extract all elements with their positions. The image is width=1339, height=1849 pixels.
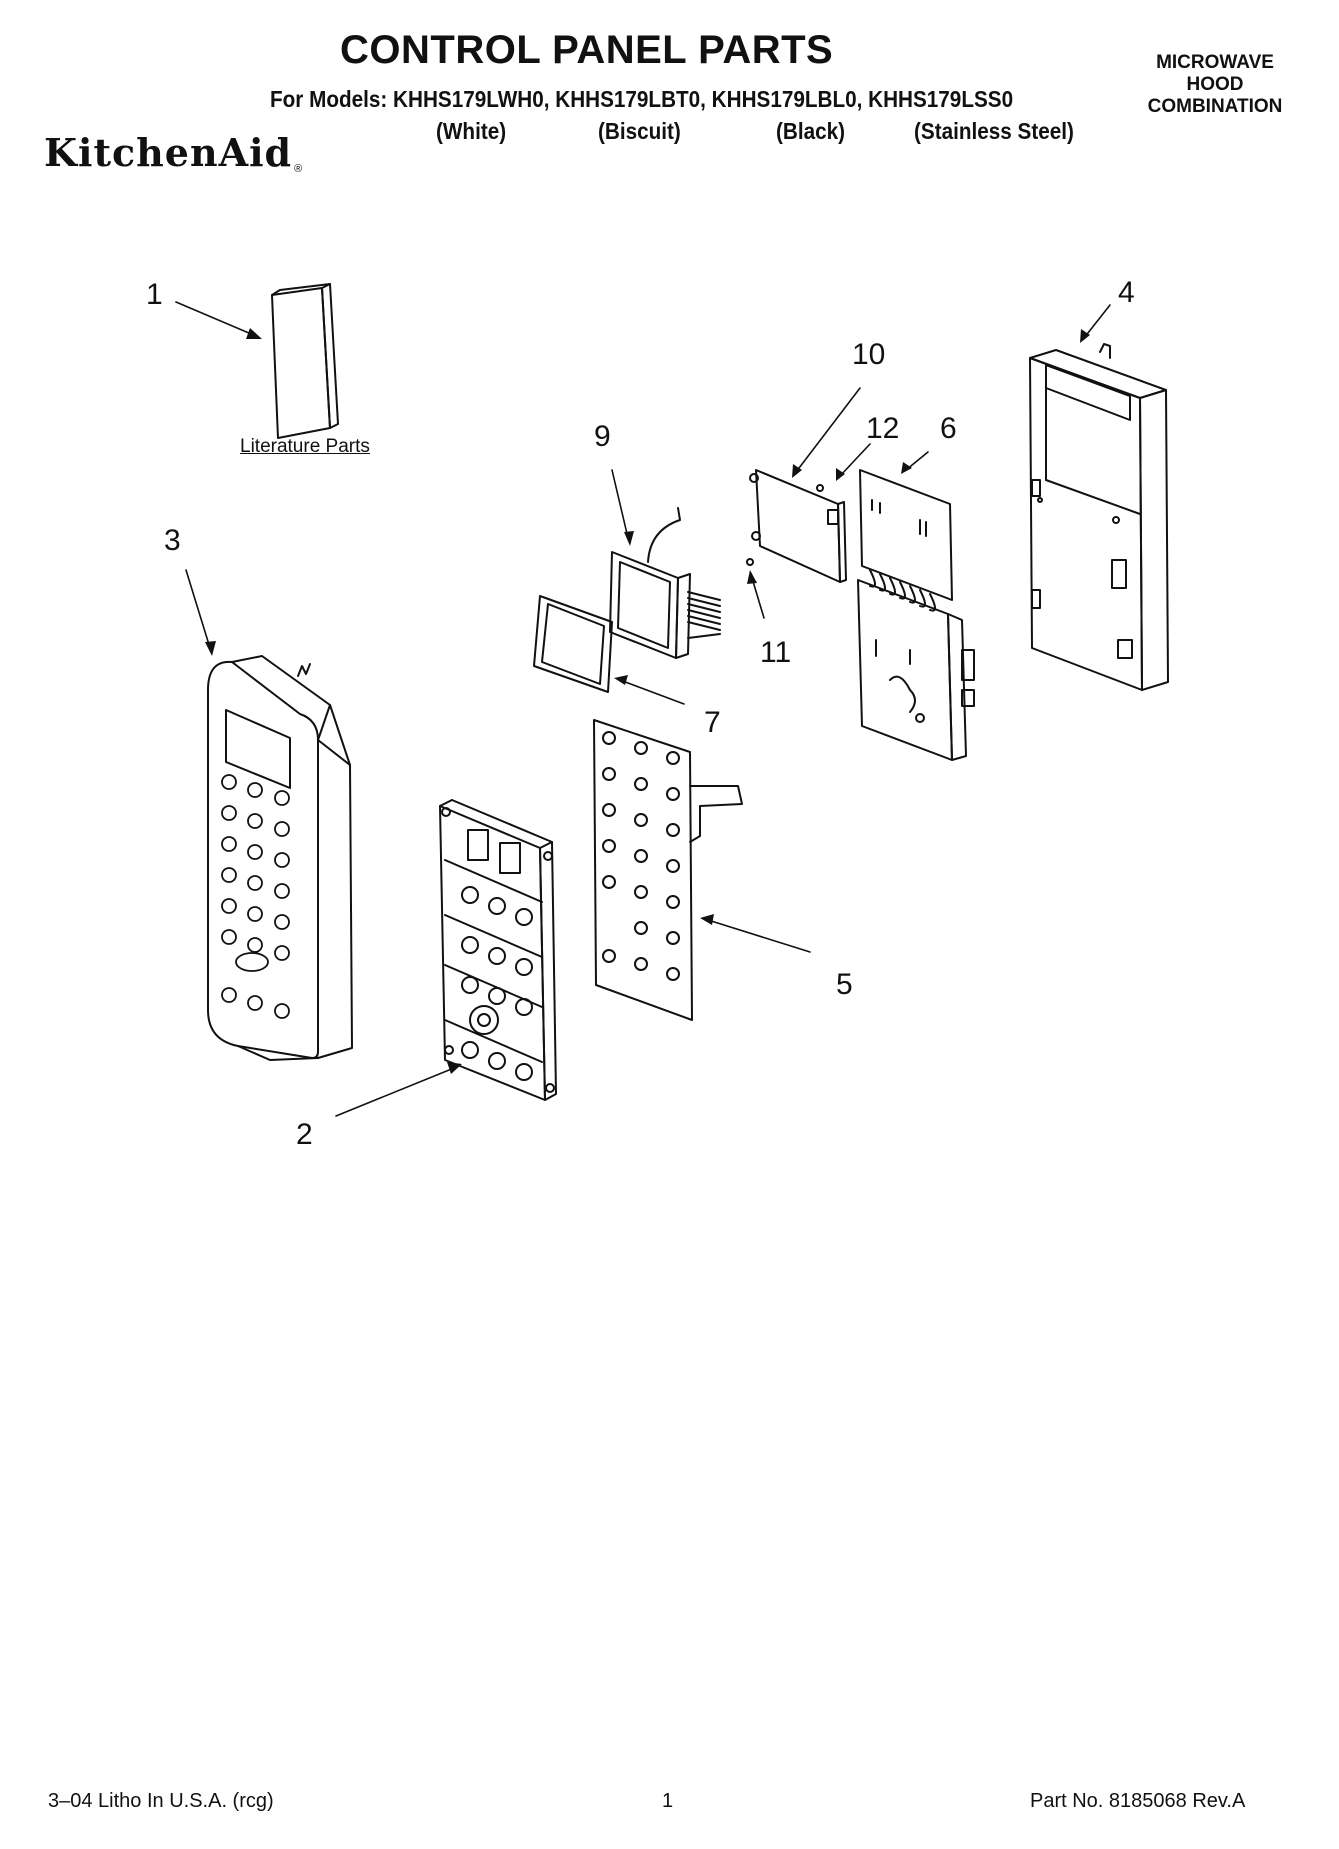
callout-3: 3 xyxy=(164,524,181,557)
callout-2: 2 xyxy=(296,1118,313,1151)
models-line: For Models: KHHS179LWH0, KHHS179LBT0, KH… xyxy=(270,86,1014,112)
part-button-frame xyxy=(439,799,557,1101)
product-type-line: HOOD xyxy=(1186,74,1244,95)
callout-5: 5 xyxy=(836,968,853,1001)
page-title: CONTROL PANEL PARTS xyxy=(340,28,834,72)
product-type: MICROWAVE HOOD COMBINATION xyxy=(1130,52,1300,118)
part-display-window xyxy=(533,595,613,693)
variant-stainless: (Stainless Steel) xyxy=(914,118,1074,144)
part-display-module xyxy=(609,507,721,659)
callout-10: 10 xyxy=(852,338,886,371)
callout-9: 9 xyxy=(594,420,611,453)
part-control-panel-facia xyxy=(207,655,353,1061)
brand-name: KitchenAid xyxy=(44,130,293,175)
brand-logo: KitchenAid® xyxy=(44,130,302,175)
footer-page-number: 1 xyxy=(662,1790,674,1812)
part-membrane-keypad xyxy=(593,719,743,1021)
part-screw xyxy=(746,558,754,566)
part-control-board xyxy=(857,469,975,761)
product-type-line: MICROWAVE xyxy=(1156,52,1274,73)
part-literature-booklet xyxy=(271,283,339,439)
footer-litho: 3–04 Litho In U.S.A. (rcg) xyxy=(48,1790,274,1812)
variant-biscuit: (Biscuit) xyxy=(598,118,681,144)
part-screw xyxy=(816,484,824,492)
facia-buttons xyxy=(221,774,290,1019)
registered-mark: ® xyxy=(294,163,303,175)
part-rear-housing xyxy=(1029,343,1169,691)
callout-11: 11 xyxy=(760,636,792,669)
product-type-line: COMBINATION xyxy=(1147,96,1283,117)
callout-7: 7 xyxy=(704,706,721,739)
part-pcb-bracket xyxy=(749,469,847,583)
callout-4: 4 xyxy=(1118,276,1135,309)
footer-part-number: Part No. 8185068 Rev.A xyxy=(1030,1790,1246,1812)
variant-black: (Black) xyxy=(776,118,846,144)
leader-lines xyxy=(175,301,1111,1117)
callout-1: 1 xyxy=(146,278,163,311)
leader-arrowheads xyxy=(205,328,1090,1074)
literature-parts-label: Literature Parts xyxy=(240,436,370,457)
callout-6: 6 xyxy=(940,412,957,445)
callout-12: 12 xyxy=(866,412,900,445)
variant-white: (White) xyxy=(436,118,507,144)
